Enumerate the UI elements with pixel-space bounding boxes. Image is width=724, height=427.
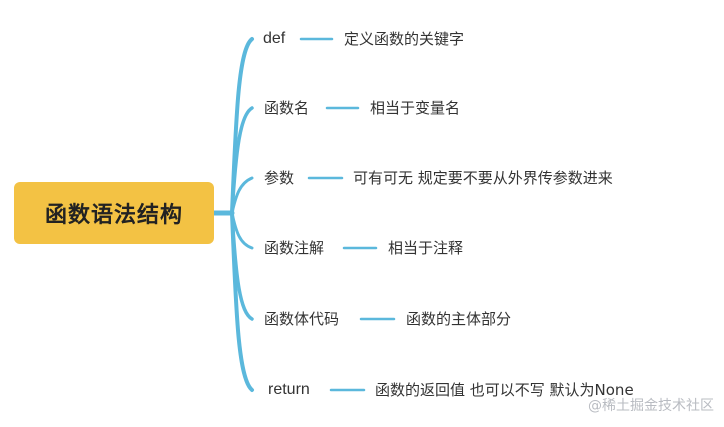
branch-desc-return: 函数的返回值 也可以不写 默认为None	[375, 381, 634, 399]
branch-label-params: 参数	[264, 169, 295, 187]
branch-connector-function-name	[230, 106, 254, 215]
branch-label-def: def	[263, 30, 286, 47]
branch-desc-params: 可有可无 规定要不要从外界传参数进来	[353, 169, 613, 187]
branch-desc-def: 定义函数的关键字	[344, 30, 465, 48]
branch-desc-function-name: 相当于变量名	[370, 99, 461, 117]
branch-desc-annotation: 相当于注释	[388, 239, 464, 257]
branch-label-return: return	[268, 381, 310, 398]
root-node: 函数语法结构	[14, 182, 214, 244]
branch-desc-body: 函数的主体部分	[406, 310, 512, 328]
root-label: 函数语法结构	[44, 203, 183, 228]
branch-connector-return	[230, 211, 254, 392]
branch-connector-params	[230, 176, 254, 215]
watermark: @稀土掘金技术社区	[588, 398, 714, 414]
branch-label-annotation: 函数注解	[264, 239, 325, 257]
branch-label-body: 函数体代码	[264, 310, 340, 328]
branch-label-function-name: 函数名	[264, 99, 310, 117]
